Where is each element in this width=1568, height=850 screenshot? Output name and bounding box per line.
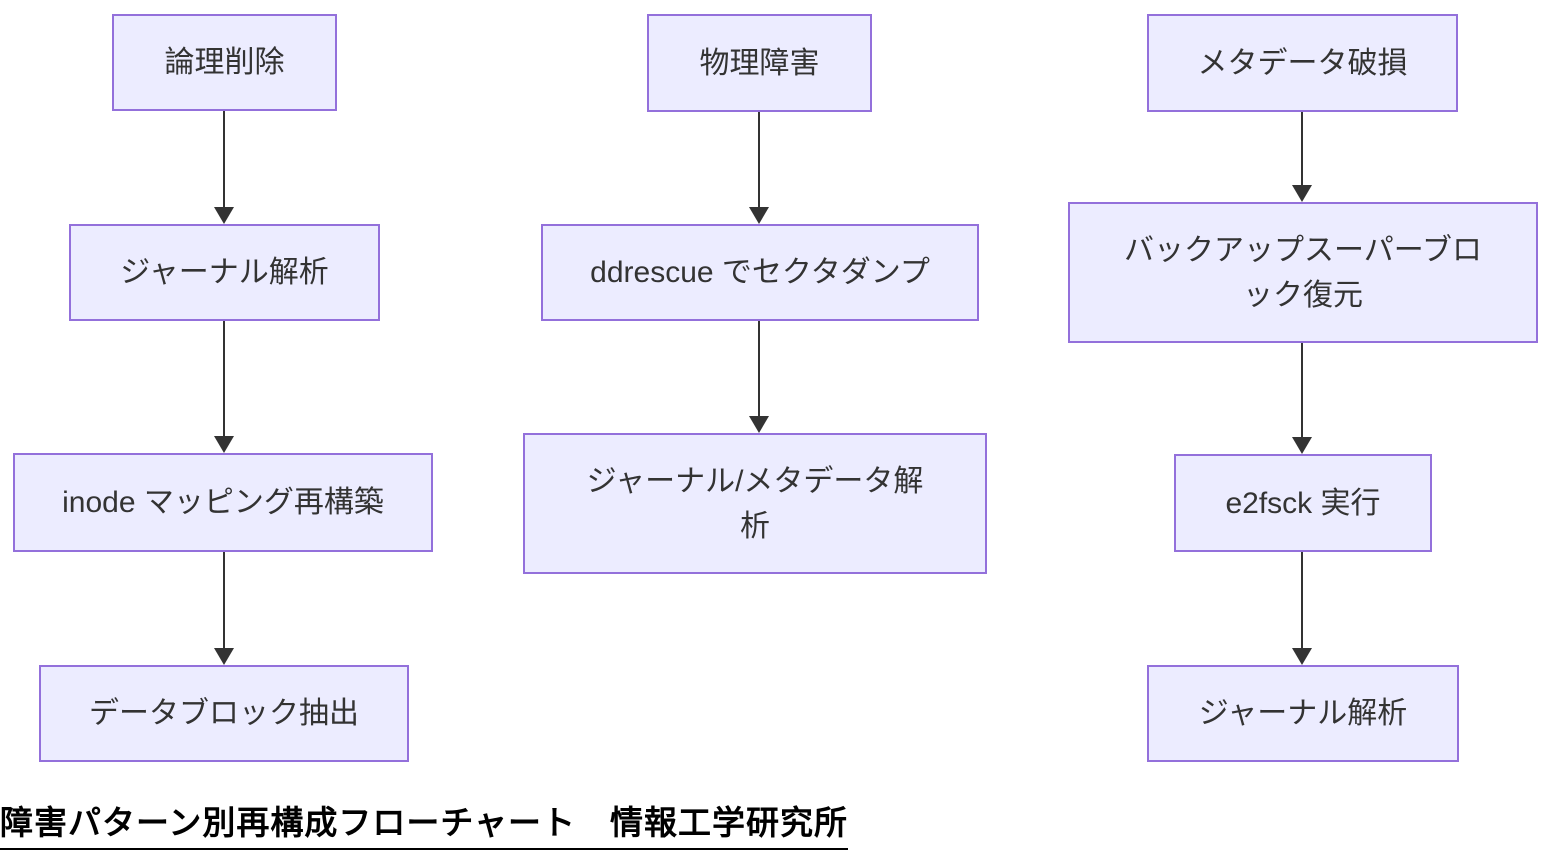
arrow-shaft — [223, 111, 225, 209]
down-arrow-icon — [214, 321, 234, 453]
arrow-head — [1292, 437, 1312, 454]
arrow-head — [214, 648, 234, 665]
down-arrow-icon — [214, 552, 234, 665]
down-arrow-icon — [1292, 552, 1312, 665]
node-journal-analysis-1: ジャーナル解析 — [69, 224, 380, 321]
node-physical-failure: 物理障害 — [647, 14, 872, 112]
arrow-shaft — [223, 321, 225, 438]
node-journal-metadata-analysis: ジャーナル/メタデータ解 析 — [523, 433, 987, 574]
diagram-caption-text: 障害パターン別再構成フローチャート 情報工学研究所 — [0, 796, 849, 850]
down-arrow-icon — [1292, 112, 1312, 202]
node-journal-analysis-2: ジャーナル解析 — [1147, 665, 1459, 762]
arrow-shaft — [1301, 343, 1303, 439]
node-metadata-corruption: メタデータ破損 — [1147, 14, 1458, 112]
arrow-shaft — [1301, 112, 1303, 187]
arrow-shaft — [1301, 552, 1303, 650]
arrow-head — [749, 207, 769, 224]
node-e2fsck-run: e2fsck 実行 — [1174, 454, 1432, 552]
diagram-caption: 障害パターン別再構成フローチャート 情報工学研究所 — [0, 796, 849, 850]
arrow-head — [1292, 185, 1312, 202]
node-logical-deletion: 論理削除 — [112, 14, 337, 111]
arrow-head — [1292, 648, 1312, 665]
arrow-head — [214, 207, 234, 224]
down-arrow-icon — [214, 111, 234, 224]
down-arrow-icon — [749, 321, 769, 433]
down-arrow-icon — [1292, 343, 1312, 454]
node-data-block-extraction: データブロック抽出 — [39, 665, 409, 762]
node-backup-superblock-restore: バックアップスーパーブロ ック復元 — [1068, 202, 1538, 343]
node-inode-mapping-rebuild: inode マッピング再構築 — [13, 453, 433, 552]
arrow-head — [749, 416, 769, 433]
arrow-shaft — [758, 112, 760, 209]
arrow-shaft — [758, 321, 760, 418]
arrow-shaft — [223, 552, 225, 650]
arrow-head — [214, 436, 234, 453]
down-arrow-icon — [749, 112, 769, 224]
node-ddrescue-sector-dump: ddrescue でセクタダンプ — [541, 224, 979, 321]
